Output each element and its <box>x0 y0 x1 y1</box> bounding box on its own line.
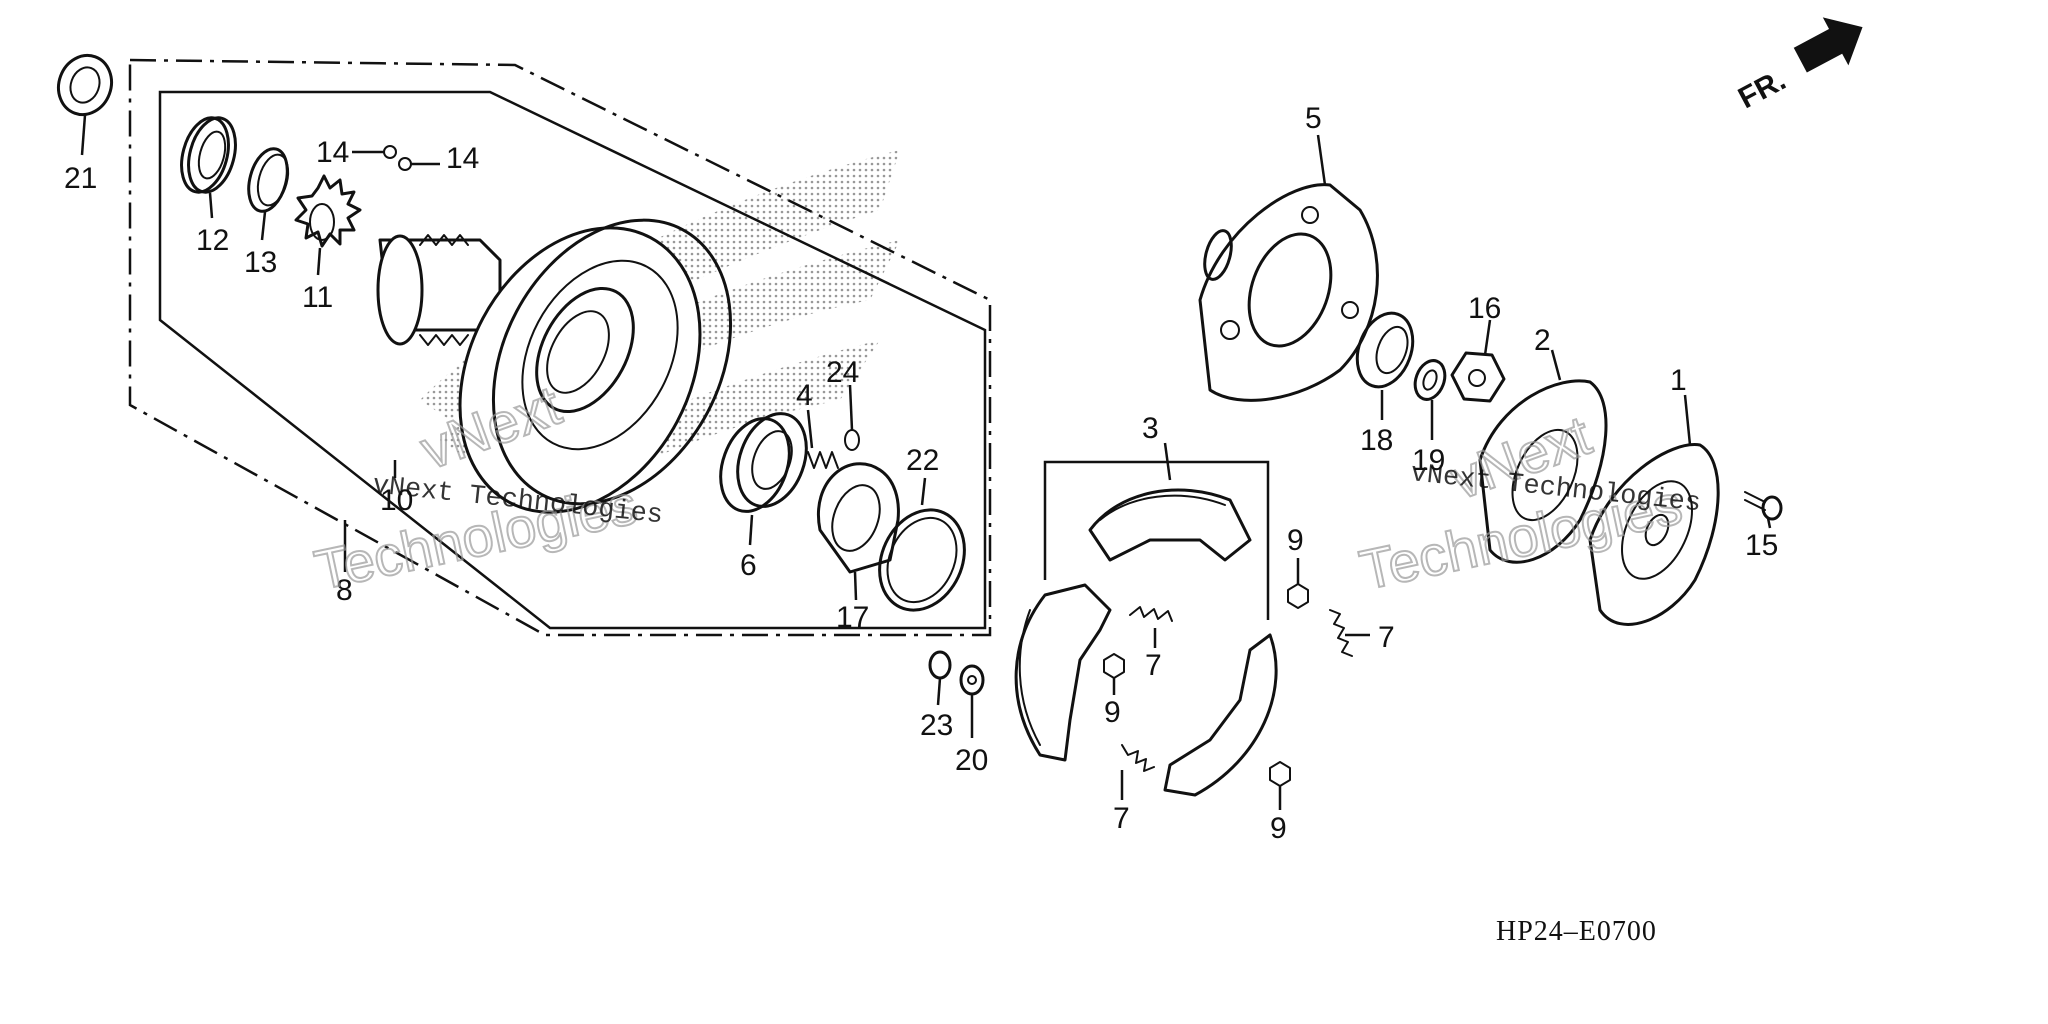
callout-16: 16 <box>1468 292 1501 325</box>
part-2-gasket <box>1478 379 1608 564</box>
callout-1: 1 <box>1670 364 1687 397</box>
front-label: FR. <box>1733 64 1791 116</box>
callout-4: 4 <box>796 379 813 412</box>
callout-6: 6 <box>740 549 757 582</box>
part-15-bolt <box>1744 491 1783 521</box>
callout-9c: 9 <box>1270 812 1287 845</box>
callout-14a: 14 <box>316 136 349 169</box>
part-10-clutch-drum <box>376 218 733 514</box>
part-21-oil-seal <box>57 53 113 117</box>
callout-9b: 9 <box>1104 696 1121 729</box>
part-11-lock-washer <box>294 174 362 248</box>
part-20-washer <box>959 664 985 696</box>
part-18-collar <box>1355 311 1415 389</box>
inner-assembly-frame <box>158 90 987 630</box>
part-22-snap-ring <box>878 508 966 612</box>
callout-24: 24 <box>826 356 859 389</box>
callout-18: 18 <box>1360 424 1393 457</box>
leader-lines <box>80 114 1772 810</box>
part-12-bearing <box>180 116 237 194</box>
callout-7b: 7 <box>1378 621 1395 654</box>
callout-15: 15 <box>1745 529 1778 562</box>
callout-22: 22 <box>906 444 939 477</box>
part-13-circlip <box>247 147 290 213</box>
part-1-cover <box>1588 443 1720 626</box>
callout-21: 21 <box>64 162 97 195</box>
callout-19: 19 <box>1412 444 1445 477</box>
part-6-one-way-clutch <box>719 412 808 513</box>
callout-labels: 21 12 13 11 14 14 10 8 4 24 22 6 17 23 2… <box>64 102 1778 845</box>
callout-12: 12 <box>196 224 229 257</box>
callout-20: 20 <box>955 744 988 777</box>
front-direction-indicator: FR. <box>1733 17 1863 116</box>
callout-14b: 14 <box>446 142 479 175</box>
callout-8: 8 <box>336 574 353 607</box>
callout-7c: 7 <box>1113 802 1130 835</box>
callout-9a: 9 <box>1287 524 1304 557</box>
part-5-drive-plate <box>1198 183 1379 402</box>
part-17-side-plate <box>817 462 900 574</box>
callout-23: 23 <box>920 709 953 742</box>
callout-11: 11 <box>302 281 333 314</box>
callout-17: 17 <box>836 601 869 634</box>
part-23-washer <box>928 650 952 680</box>
part-14-bolts <box>383 145 412 171</box>
callout-13: 13 <box>244 246 277 279</box>
outer-assembly-frame <box>128 58 992 637</box>
callout-10: 10 <box>380 484 413 517</box>
callout-5: 5 <box>1305 102 1322 135</box>
brake-shoe-group-frame <box>1043 460 1270 620</box>
part-4-spring <box>807 451 839 469</box>
callout-3: 3 <box>1142 412 1159 445</box>
part-24-pin <box>844 429 860 451</box>
part-16-nut <box>1450 351 1506 403</box>
arrow-right-icon <box>1793 17 1863 73</box>
part-3-brake-shoes <box>1014 488 1278 797</box>
callout-7a: 7 <box>1145 649 1162 682</box>
part-19-washer <box>1413 359 1447 401</box>
diagram-code: HP24–E0700 <box>1496 916 1657 947</box>
part-7-springs <box>1121 606 1353 772</box>
callout-2: 2 <box>1534 324 1551 357</box>
